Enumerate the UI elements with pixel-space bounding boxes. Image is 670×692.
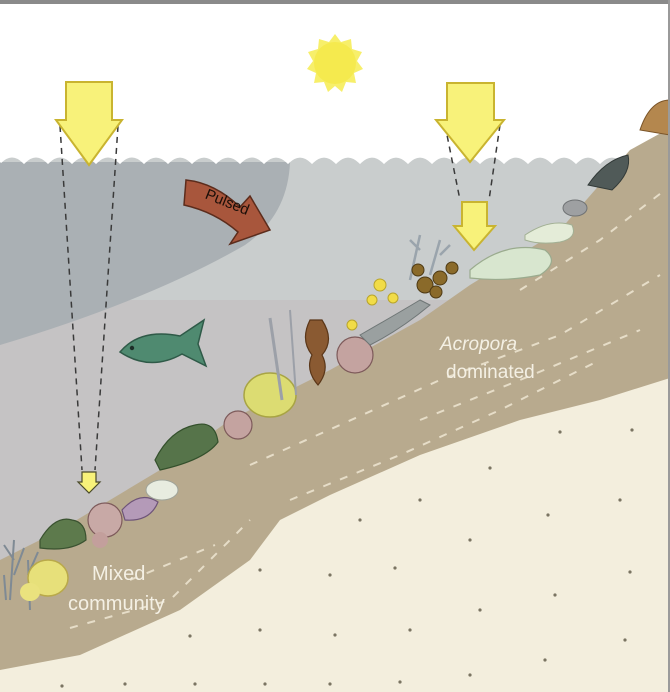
mixed-community-label-2: community <box>68 593 165 615</box>
acropora-label-rest: dominated <box>446 362 535 383</box>
mixed-community-label-1: Mixed <box>92 563 145 585</box>
acropora-label-italic: Acropora <box>439 334 517 355</box>
top-border <box>0 0 670 4</box>
